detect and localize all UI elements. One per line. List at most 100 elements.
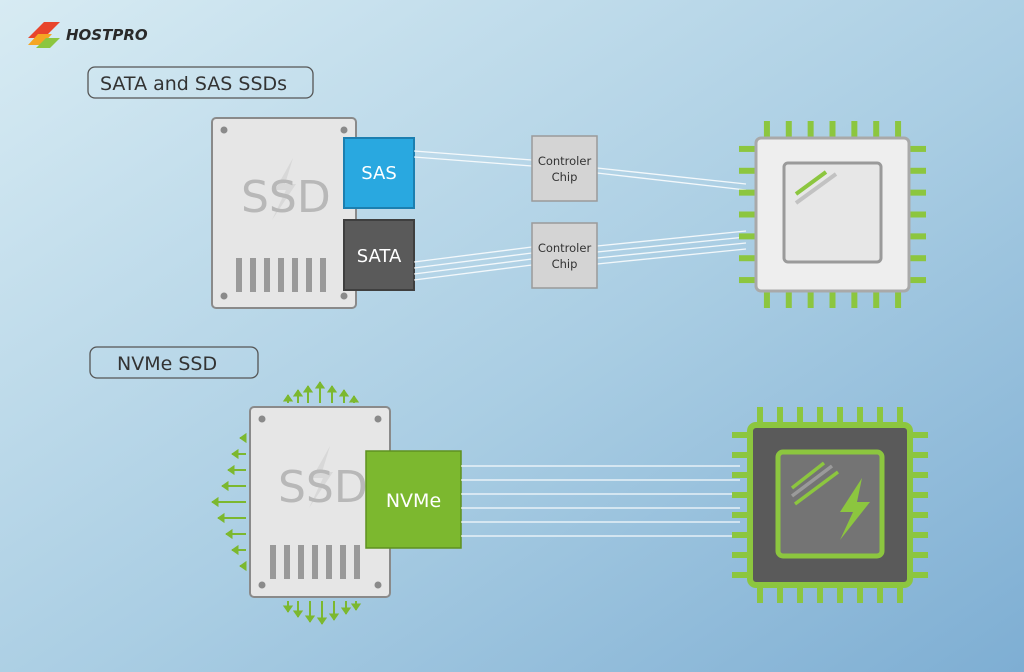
sas-connection-lines [413,150,747,191]
cpu-pin [910,572,928,578]
cpu-pin [857,585,863,603]
die-glare [790,464,834,498]
cpu-pin [807,291,814,308]
cpu-pin [909,167,926,174]
cpu-pin [829,121,836,138]
brand-name: HOSTPRO [66,26,148,44]
section-title-nvme: NVMe SSD [117,353,217,375]
cpu-pin [910,492,928,498]
cpu-pin [739,145,756,152]
logo-mark-green [36,38,60,48]
cpu-pin [910,532,928,538]
cpu-die [782,161,883,264]
cpu-top [739,121,926,308]
heat-arrow-head-icon [231,544,239,556]
section-label-sata-sas: SATA and SAS SSDs [87,66,314,99]
cpu-pin [763,121,770,138]
ssd-label: SSD [241,172,331,223]
heat-arrow-head-icon [348,395,360,403]
cpu-pin [757,407,763,425]
lightning-icon [840,478,870,540]
cpu-pin [873,291,880,308]
cpu-pin [739,233,756,240]
ssd-drive-bottom: SSD [249,406,391,598]
cpu-pin [837,585,843,603]
controller-chip-body [531,135,598,202]
lightning-watermark-icon [272,158,296,220]
ssd-label: SSD [278,462,368,513]
section-label-frame [87,66,314,99]
cpu-pin [732,512,750,518]
screw-icon [220,292,228,300]
die-glare [793,470,840,506]
controller-label-line1: Controler [538,154,592,168]
cpu-pin [909,233,926,240]
cpu-pins [739,121,926,308]
nvme-connection-lines [461,465,740,537]
cpu-pin [732,492,750,498]
cpu-pin [757,585,763,603]
heat-arrow-head-icon [304,615,316,623]
heat-arrow-head-icon [282,394,294,402]
section-label-frame [89,346,259,379]
cpu-pin [732,552,750,558]
cpu-pin [910,472,928,478]
lightning-watermark-icon [309,446,333,508]
controller-chip-body [531,222,598,289]
ssd-grille [270,545,360,579]
heat-arrow-head-icon [227,464,235,476]
cpu-pin [732,452,750,458]
section-label-nvme: NVMe SSD [89,346,259,379]
cpu-pin [909,145,926,152]
heat-arrow-head-icon [231,448,239,460]
cpu-pin [851,291,858,308]
screw-icon [258,415,266,423]
controller-label-line2: Chip [552,257,578,271]
sas-label: SAS [361,163,397,184]
die-glare [790,461,826,490]
heat-arrow-head-icon [239,432,247,444]
cpu-pin [732,472,750,478]
nvme-block [365,450,462,549]
heat-arrow-head-icon [239,560,247,572]
sata-connection-lines [413,230,747,281]
cpu-pin [897,407,903,425]
cpu-pin [910,512,928,518]
nvme-interface: NVMe [365,450,462,549]
cpu-pin [732,572,750,578]
cpu-pin [732,532,750,538]
ssd-drive-top: SSD [211,117,357,309]
heat-arrow-head-icon [225,528,233,540]
heat-arrows [211,381,362,625]
cpu-pin [910,432,928,438]
controller-label-line2: Chip [552,170,578,184]
cpu-pin [817,407,823,425]
heat-arrow-head-icon [350,603,362,611]
die-glare-gray [794,172,838,205]
cpu-pin [732,432,750,438]
cpu-pin [909,277,926,284]
sata-interface: SATA [343,219,415,291]
logo-mark-orange [28,34,52,45]
sas-interface: SAS [343,137,415,209]
cpu-pin [777,585,783,603]
ssd-grille [236,258,326,292]
sas-block [343,137,415,209]
die-glare-green [794,170,828,196]
screw-icon [340,292,348,300]
heat-arrow-head-icon [282,605,294,613]
cpu-pin [851,121,858,138]
cpu-pin [739,189,756,196]
section-title-sata-sas: SATA and SAS SSDs [100,73,287,95]
cpu-pin [910,552,928,558]
cpu-pin [739,167,756,174]
cpu-pin [837,407,843,425]
cpu-pin [910,452,928,458]
heat-arrow-head-icon [211,496,219,508]
cpu-pins [732,407,928,603]
cpu-pin [829,291,836,308]
cpu-pin [739,277,756,284]
heat-arrow-head-icon [217,512,225,524]
screw-icon [374,415,382,423]
